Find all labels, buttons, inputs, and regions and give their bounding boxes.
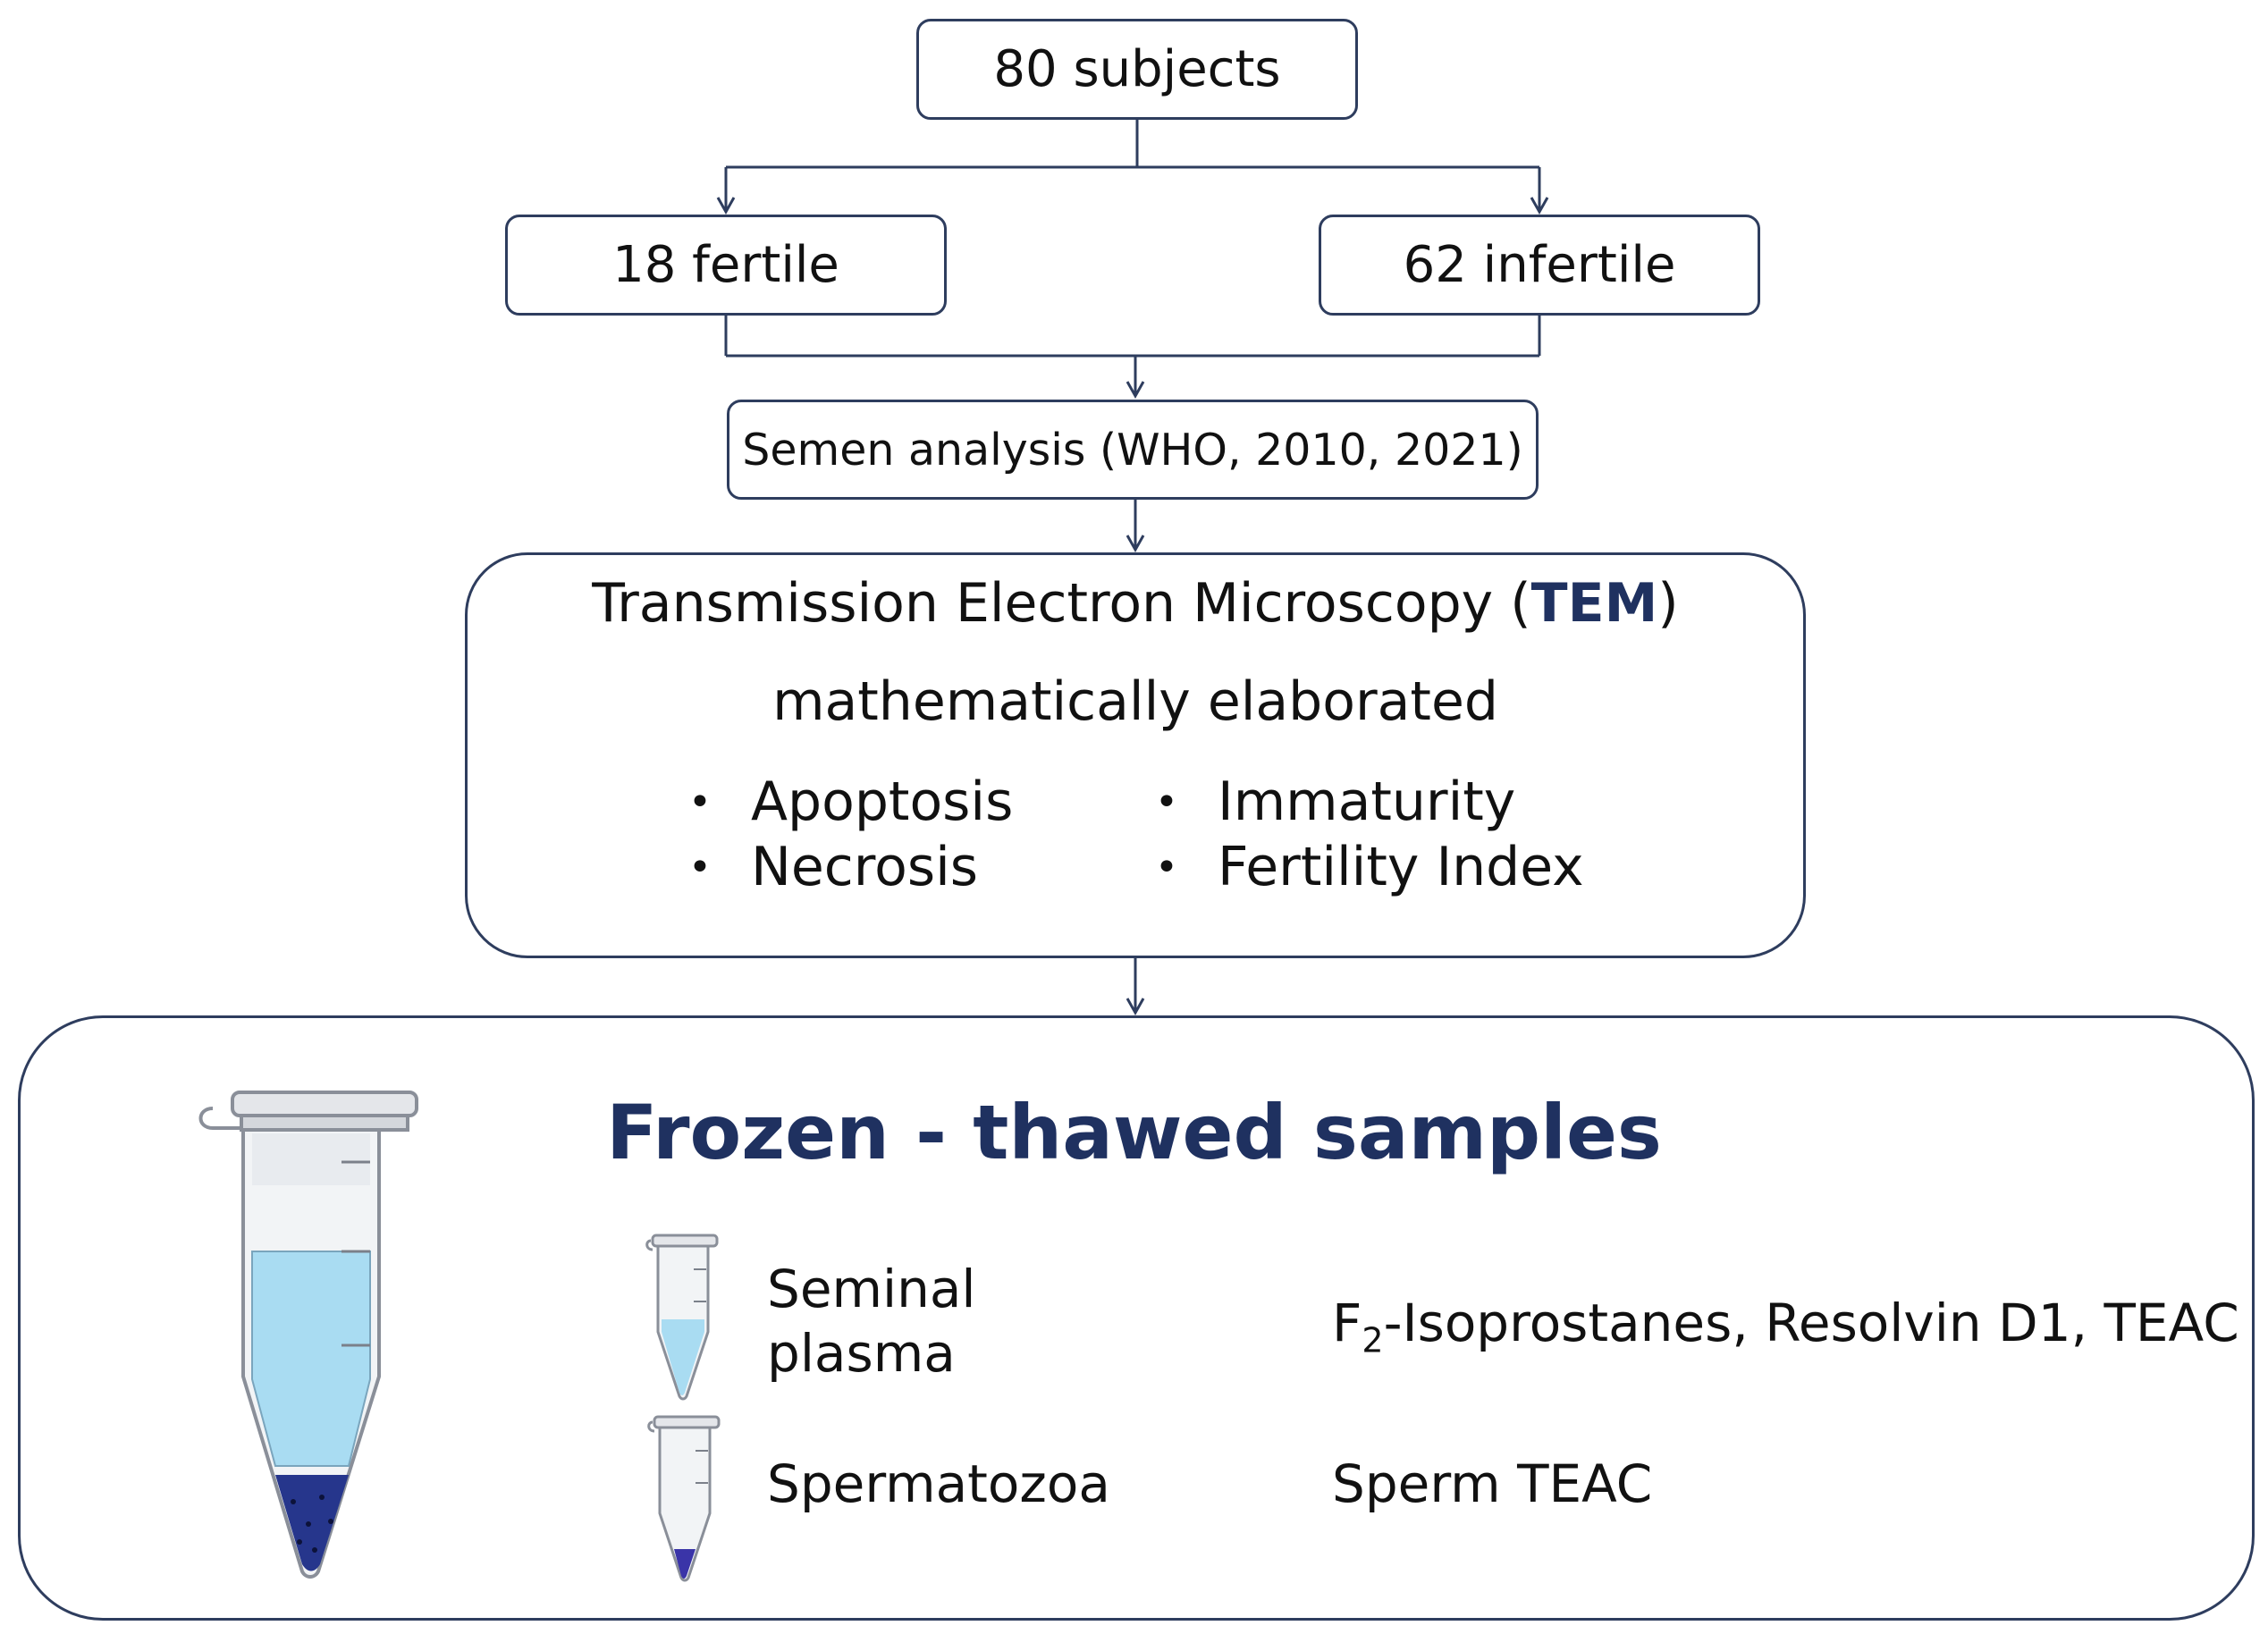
seminal-plasma-label: Seminal plasma [767, 1259, 976, 1384]
infertile-box: 62 infertile [1319, 215, 1760, 316]
bullet-glyph: • [1155, 844, 1178, 890]
bullet-glyph: • [688, 779, 712, 825]
fertile-label: 18 fertile [612, 236, 839, 294]
bullet-apoptosis: • Apoptosis [688, 771, 1014, 833]
large-tube-icon [198, 1091, 418, 1579]
total-subjects-label: 80 subjects [993, 40, 1281, 98]
semen-analysis-box: Semen analysis (WHO, 2010, 2021) [727, 400, 1539, 500]
frozen-samples-title: Frozen - thawed samples [606, 1089, 1662, 1176]
tem-subtitle: mathematically elaborated [772, 670, 1498, 733]
tem-abbreviation: TEM [1530, 572, 1658, 635]
bullet-glyph: • [688, 844, 712, 890]
small-sperm-tube-icon [647, 1415, 721, 1582]
sperm-teac-label: Sperm TEAC [1332, 1453, 1653, 1514]
bullet-fertility-index: • Fertility Index [1155, 836, 1584, 898]
tem-box [465, 552, 1806, 958]
fertile-box: 18 fertile [505, 215, 947, 316]
infertile-label: 62 infertile [1403, 236, 1676, 294]
small-plasma-tube-icon [645, 1234, 719, 1401]
plasma-result-label: F2-Isoprostanes, Resolvin D1, TEAC [1332, 1293, 2239, 1360]
tem-title: Transmission Electron Microscopy (TEM) [592, 572, 1679, 635]
bullet-immaturity: • Immaturity [1155, 771, 1516, 833]
total-subjects-box: 80 subjects [916, 19, 1358, 120]
semen-analysis-label: Semen analysis (WHO, 2010, 2021) [742, 424, 1523, 476]
bullet-glyph: • [1155, 779, 1178, 825]
bullet-necrosis: • Necrosis [688, 836, 979, 898]
spermatozoa-label: Spermatozoa [767, 1453, 1110, 1514]
